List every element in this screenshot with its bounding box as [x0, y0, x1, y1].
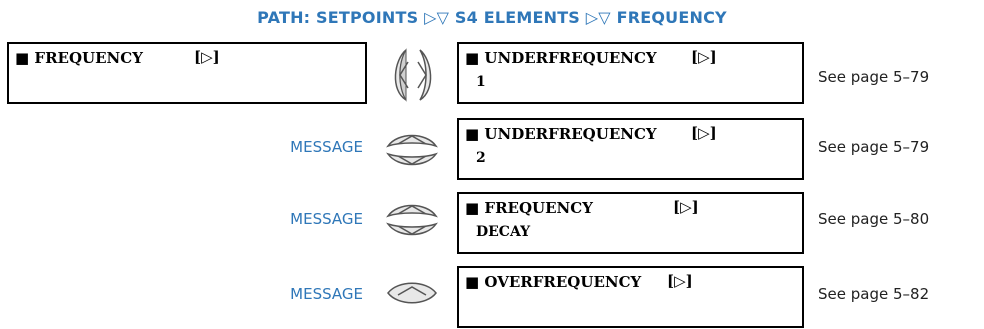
page-reference: See page 5–80	[818, 210, 930, 228]
item-subtitle: 2	[476, 150, 486, 166]
expand-indicator: [▷]	[194, 48, 220, 66]
bullet-square: ■	[465, 199, 480, 217]
up-key-icon[interactable]	[384, 278, 440, 308]
message-label: MESSAGE	[290, 285, 363, 303]
up-down-keys-icon[interactable]	[384, 122, 440, 178]
left-right-keys-icon[interactable]	[378, 46, 448, 104]
expand-indicator: [▷]	[691, 124, 717, 142]
item-title: UNDERFREQUENCY	[484, 49, 657, 67]
page-reference: See page 5–79	[818, 68, 930, 86]
item-title: OVERFREQUENCY	[484, 273, 642, 291]
underfrequency-1-box[interactable]: ■ UNDERFREQUENCY [▷] 1	[457, 42, 804, 104]
up-down-keys-icon[interactable]	[384, 192, 440, 248]
expand-indicator: [▷]	[667, 272, 693, 290]
bullet-square: ■	[465, 273, 480, 291]
bullet-square: ■	[15, 49, 30, 67]
page-reference: See page 5–82	[818, 285, 930, 303]
item-title: FREQUENCY	[484, 199, 593, 217]
frequency-menu-box: ■ FREQUENCY [▷]	[7, 42, 367, 104]
expand-indicator: [▷]	[673, 198, 699, 216]
menu-path: PATH: SETPOINTS ▷▽ S4 ELEMENTS ▷▽ FREQUE…	[257, 8, 727, 27]
bullet-square: ■	[465, 125, 480, 143]
frequency-title: FREQUENCY	[34, 49, 143, 67]
message-label: MESSAGE	[290, 138, 363, 156]
frequency-decay-box[interactable]: ■ FREQUENCY [▷] DECAY	[457, 192, 804, 254]
item-subtitle: 1	[476, 74, 486, 90]
underfrequency-2-box[interactable]: ■ UNDERFREQUENCY [▷] 2	[457, 118, 804, 180]
expand-indicator: [▷]	[691, 48, 717, 66]
page-reference: See page 5–79	[818, 138, 930, 156]
overfrequency-box[interactable]: ■ OVERFREQUENCY [▷]	[457, 266, 804, 328]
message-label: MESSAGE	[290, 210, 363, 228]
item-subtitle: DECAY	[476, 224, 531, 240]
item-title: UNDERFREQUENCY	[484, 125, 657, 143]
bullet-square: ■	[465, 49, 480, 67]
